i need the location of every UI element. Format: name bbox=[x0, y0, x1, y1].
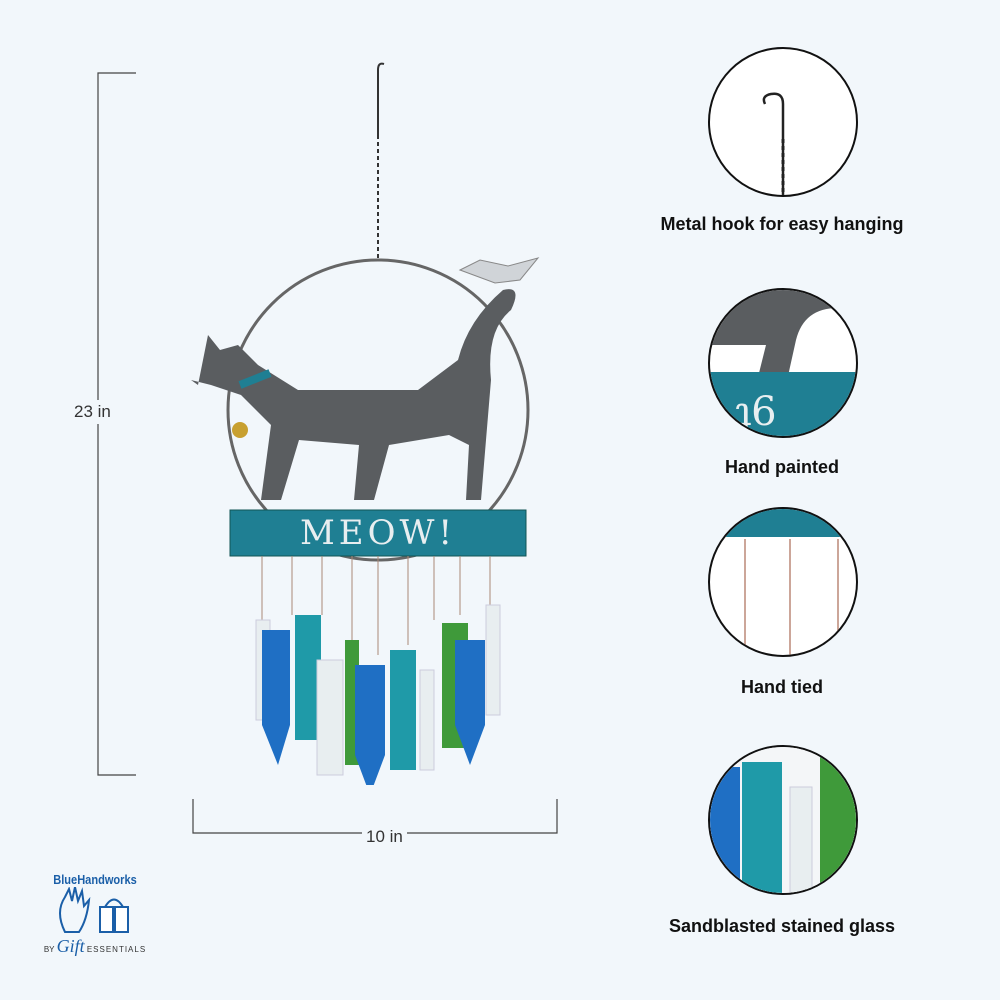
brand-name: BlueHandworks bbox=[53, 872, 137, 887]
feature-label-hook: Metal hook for easy hanging bbox=[660, 214, 904, 234]
glass-detail-icon bbox=[710, 747, 856, 893]
feature-circle-tied bbox=[708, 507, 858, 657]
sign-text: MEOW! bbox=[300, 513, 456, 553]
logo-maker-suffix: ESSENTIALS bbox=[86, 945, 147, 954]
logo-by: BY bbox=[43, 945, 55, 954]
string-detail-icon bbox=[710, 509, 856, 655]
hand-gift-icon bbox=[59, 886, 129, 933]
feature-circle-hook bbox=[708, 47, 858, 197]
feature-label-tied: Hand tied bbox=[740, 677, 823, 697]
feature-circle-glass bbox=[708, 745, 858, 895]
height-dimension-line bbox=[97, 72, 136, 776]
feature-circle-painted: ʇ6 bbox=[708, 288, 858, 438]
logo-maker: Gift bbox=[56, 936, 85, 956]
height-label: 23 in bbox=[74, 400, 111, 424]
hook-icon bbox=[762, 92, 785, 195]
width-label: 10 in bbox=[362, 827, 407, 847]
feature-label-painted: Hand painted bbox=[724, 457, 839, 477]
paint-detail-icon: ʇ6 bbox=[710, 290, 856, 436]
feature-label-glass: Sandblasted stained glass bbox=[668, 916, 896, 936]
svg-text:ʇ6: ʇ6 bbox=[735, 389, 777, 435]
brand-logo: BlueHandworks BY Gift ESSENTIALS bbox=[40, 872, 150, 957]
cat-wind-chime-image: MEOW! bbox=[191, 62, 540, 785]
